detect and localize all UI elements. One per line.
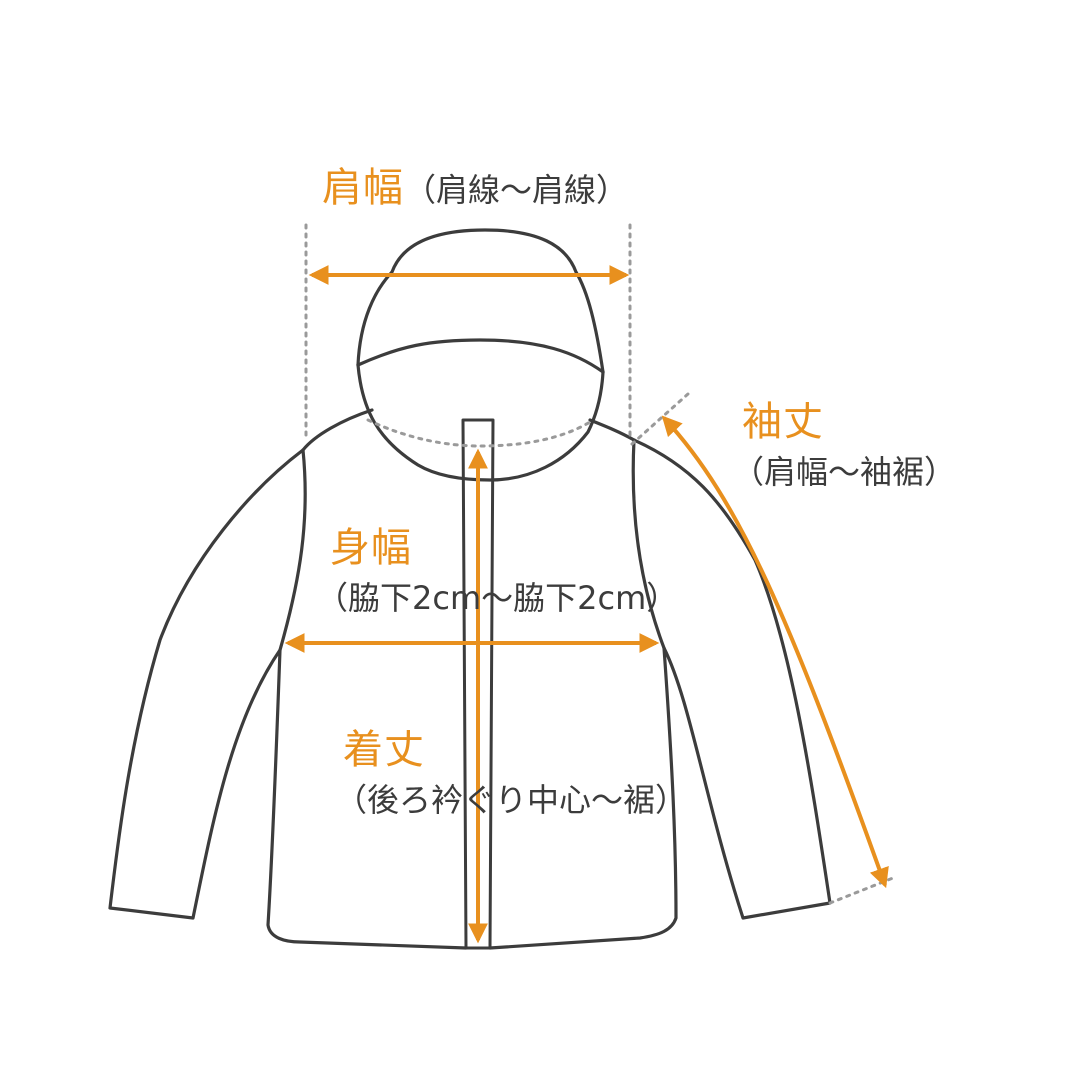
hood	[356, 228, 605, 374]
shoulder-label-main: 肩幅	[322, 165, 404, 211]
shoulder-label: 肩幅（肩線〜肩線）	[322, 168, 628, 208]
length-label: 着丈 （後ろ衿ぐり中心〜裾）	[335, 730, 687, 816]
sleeve-arrow	[661, 415, 889, 889]
chest-label: 身幅 （脇下2cm〜脇下2cm）	[316, 528, 678, 614]
chest-label-main: 身幅	[330, 525, 412, 571]
sleeve-label-sub: （肩幅〜袖裾）	[732, 453, 957, 491]
length-label-sub: （後ろ衿ぐり中心〜裾）	[335, 781, 688, 819]
measurement-arrows	[284, 265, 889, 944]
chest-label-sub: （脇下2cm〜脇下2cm）	[316, 579, 679, 617]
length-label-main: 着丈	[343, 727, 425, 773]
zipper	[461, 418, 495, 950]
collar	[356, 363, 605, 482]
sleeve-label: 袖丈 （肩幅〜袖裾）	[732, 399, 956, 488]
jacket-body	[108, 408, 832, 950]
left-armhole	[278, 448, 307, 652]
hood-opening	[356, 338, 605, 374]
shoulder-label-sub: （肩線〜肩線）	[404, 171, 629, 209]
sleeve-label-main: 袖丈	[742, 399, 824, 445]
right-armhole	[631, 438, 666, 650]
